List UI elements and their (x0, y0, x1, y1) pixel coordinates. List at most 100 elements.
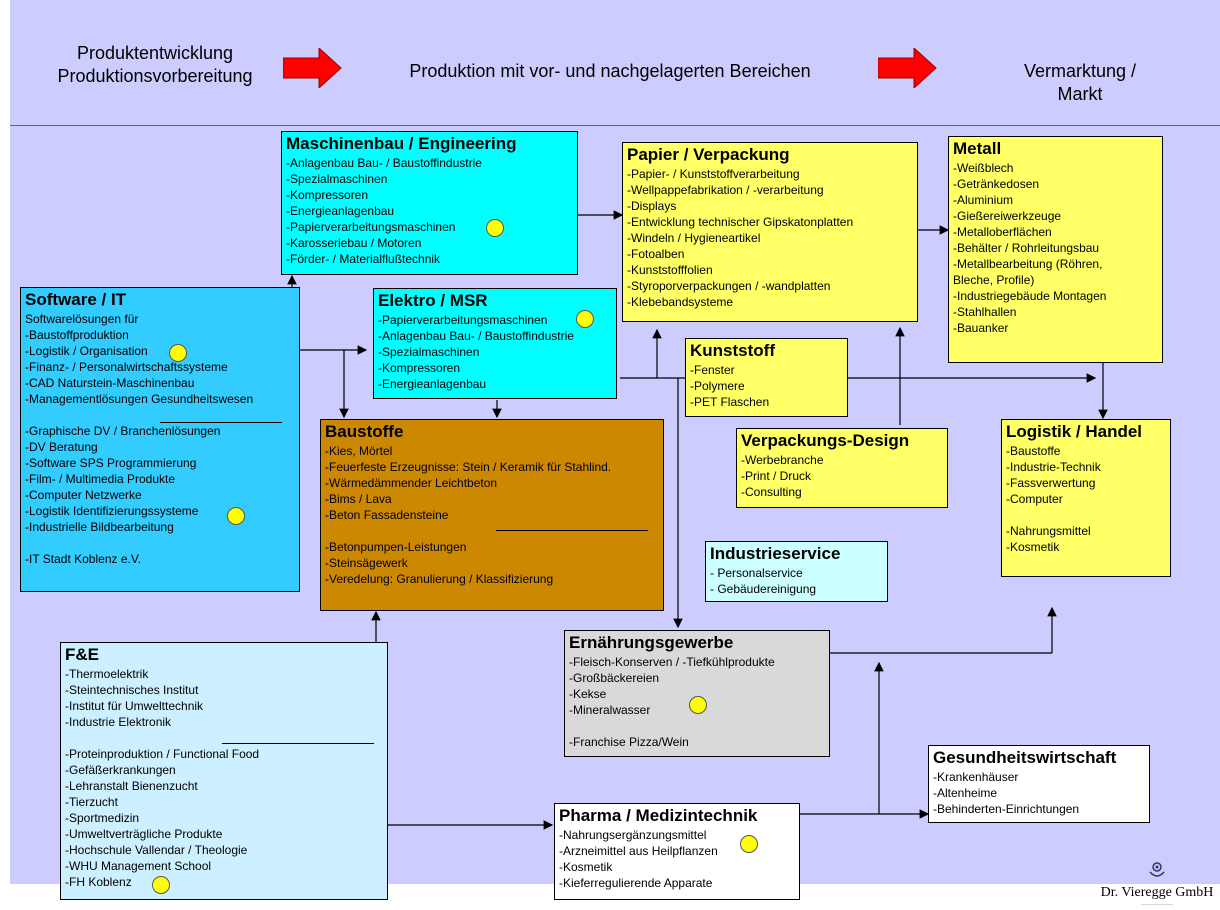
list-item: -Hochschule Vallendar / Theologie (65, 843, 248, 857)
header-band (10, 0, 1220, 126)
list-item: -Papierverarbeitungsmaschinen (286, 220, 456, 234)
focus-marker (169, 344, 187, 362)
list-item: -Behälter / Rohrleitungsbau (953, 241, 1100, 255)
list-item: -CAD Naturstein-Maschinenbau (25, 376, 195, 390)
list-item: -Förder- / Materialflußtechnik (286, 252, 441, 266)
list-item: -Weißblech (953, 161, 1014, 175)
focus-marker (152, 876, 170, 894)
list-item: -Großbäckereien (569, 671, 660, 685)
list-item: -Wellpappefabrikation / -verarbeitung (627, 183, 824, 197)
box-fue: F&E -Thermoelektrik -Steintechnisches In… (60, 642, 388, 900)
list-item: -WHU Management School (65, 859, 212, 873)
list-item: -Aluminium (953, 193, 1014, 207)
list-item: -Computer Netzwerke (25, 488, 142, 502)
logo-icon (1149, 862, 1165, 877)
box-maschinenbau-title: Maschinenbau / Engineering (286, 134, 517, 153)
list-item: -Logistik Identifizierungssysteme (25, 504, 199, 518)
list-spacer (25, 535, 295, 551)
list-item: -Franchise Pizza/Wein (569, 735, 689, 749)
phase-product-development: Produktentwicklung Produktionsvorbereitu… (30, 42, 280, 88)
phase-production: Produktion mit vor- und nachgelagerten B… (409, 61, 811, 81)
box-industrieservice-title: Industrieservice (710, 544, 841, 563)
list-item: -Energieanlagenbau (286, 204, 395, 218)
list-item: -Fenster (690, 363, 735, 377)
list-item: -Bims / Lava (325, 492, 392, 506)
list-item: -Sportmedizin (65, 811, 140, 825)
list-item: -Print / Druck (741, 469, 812, 483)
list-item: -DV Beratung (25, 440, 98, 454)
box-kunststoff-title: Kunststoff (690, 341, 775, 360)
list-item: - Personalservice (710, 566, 803, 580)
list-item: -Krankenhäuser (933, 770, 1019, 784)
focus-marker (227, 507, 245, 525)
list-item: -Proteinproduktion / Functional Food (65, 747, 260, 761)
box-gesundheit: Gesundheitswirtschaft -Krankenhäuser -Al… (928, 745, 1150, 823)
list-item: -Thermoelektrik (65, 667, 149, 681)
list-item: -Industrie Elektronik (65, 715, 172, 729)
list-item: Bleche, Profile) (953, 273, 1035, 287)
list-item: -Polymere (690, 379, 745, 393)
separator-line (222, 743, 374, 744)
list-item: -Mineralwasser (569, 703, 651, 717)
list-item: -Software SPS Programmierung (25, 456, 197, 470)
list-item: -Fotoalben (627, 247, 685, 261)
list-item: - Gebäudereinigung (710, 582, 817, 596)
list-item: -Finanz- / Personalwirtschaftssysteme (25, 360, 228, 374)
list-spacer (569, 718, 825, 734)
list-item: -Werbebranche (741, 453, 824, 467)
box-elektro: Elektro / MSR -Papierverarbeitungsmaschi… (373, 288, 617, 399)
focus-marker (740, 835, 758, 853)
list-item: -Behinderten-Einrichtungen (933, 802, 1080, 816)
list-item: -Kekse (569, 687, 607, 701)
phase3-line2: Markt (1057, 84, 1103, 104)
list-item: -Metalloberflächen (953, 225, 1052, 239)
box-metall-title: Metall (953, 139, 1002, 158)
phase-arrow-2 (878, 48, 937, 88)
list-item: -Karosseriebau / Motoren (286, 236, 422, 250)
list-item: -FH Koblenz (65, 875, 132, 889)
box-papier-title: Papier / Verpackung (627, 145, 790, 164)
list-item: -Stahlhallen (953, 305, 1017, 319)
box-pharma: Pharma / Medizintechnik -Nahrungsergänzu… (554, 803, 800, 900)
list-item: -Wärmedämmender Leichtbeton (325, 476, 498, 490)
focus-marker (689, 696, 707, 714)
list-item: -PET Flaschen (690, 395, 770, 409)
box-verpackungsdesign: Verpackungs-Design -Werbebranche -Print … (736, 428, 948, 508)
box-gesundheit-title: Gesundheitswirtschaft (933, 748, 1117, 767)
list-spacer (25, 407, 295, 423)
box-verpackungsdesign-title: Verpackungs-Design (741, 431, 910, 450)
box-logistik: Logistik / Handel -Baustoffe -Industrie-… (1001, 419, 1171, 577)
focus-marker (486, 219, 504, 237)
phase-marketing: Vermarktung / Markt (990, 60, 1170, 106)
separator-line (496, 530, 648, 531)
box-software-title: Software / IT (25, 290, 127, 309)
list-item: -Fleisch-Konserven / -Tiefkühlprodukte (569, 655, 775, 669)
list-item: -Computer (1006, 492, 1063, 506)
box-elektro-title: Elektro / MSR (378, 291, 488, 310)
list-item: -Displays (627, 199, 677, 213)
list-item: -Anlagenbau Bau- / Baustoffindustrie (378, 329, 574, 343)
box-baustoffe: Baustoffe -Kies, Mörtel -Feuerfeste Erze… (320, 419, 664, 611)
list-item: -Nahrungsmittel (1006, 524, 1091, 538)
phase3-line1: Vermarktung / (1023, 61, 1137, 81)
phase1-line1: Produktentwicklung (76, 43, 234, 63)
box-ernaehrung-title: Ernährungsgewerbe (569, 633, 734, 652)
list-item: -Altenheime (933, 786, 998, 800)
box-software: Software / IT Softwarelösungen für -Baus… (20, 287, 300, 592)
list-item: -Entwicklung technischer Gipskatonplatte… (627, 215, 854, 229)
list-item: -Anlagenbau Bau- / Baustoffindustrie (286, 156, 482, 170)
list-item: -Baustoffe (1006, 444, 1061, 458)
phase1-line2: Produktionsvorbereitung (57, 66, 253, 86)
list-item: -Papier- / Kunststoffverarbeitung (627, 167, 800, 181)
list-item: -Kunststofffolien (627, 263, 713, 277)
list-item: -Consulting (741, 485, 802, 499)
list-item: -Feuerfeste Erzeugnisse: Stein / Keramik… (325, 460, 612, 474)
list-item: Softwarelösungen für (25, 312, 139, 326)
list-item: -Graphische DV / Branchenlösungen (25, 424, 221, 438)
list-item: -Lehranstalt Bienenzucht (65, 779, 198, 793)
list-item: -Baustoffproduktion (25, 328, 129, 342)
list-item: -Windeln / Hygieneartikel (627, 231, 761, 245)
list-item: -IT Stadt Koblenz e.V. (25, 552, 142, 566)
list-item: -Styroporverpackungen / -wandplatten (627, 279, 831, 293)
box-pharma-title: Pharma / Medizintechnik (559, 806, 758, 825)
